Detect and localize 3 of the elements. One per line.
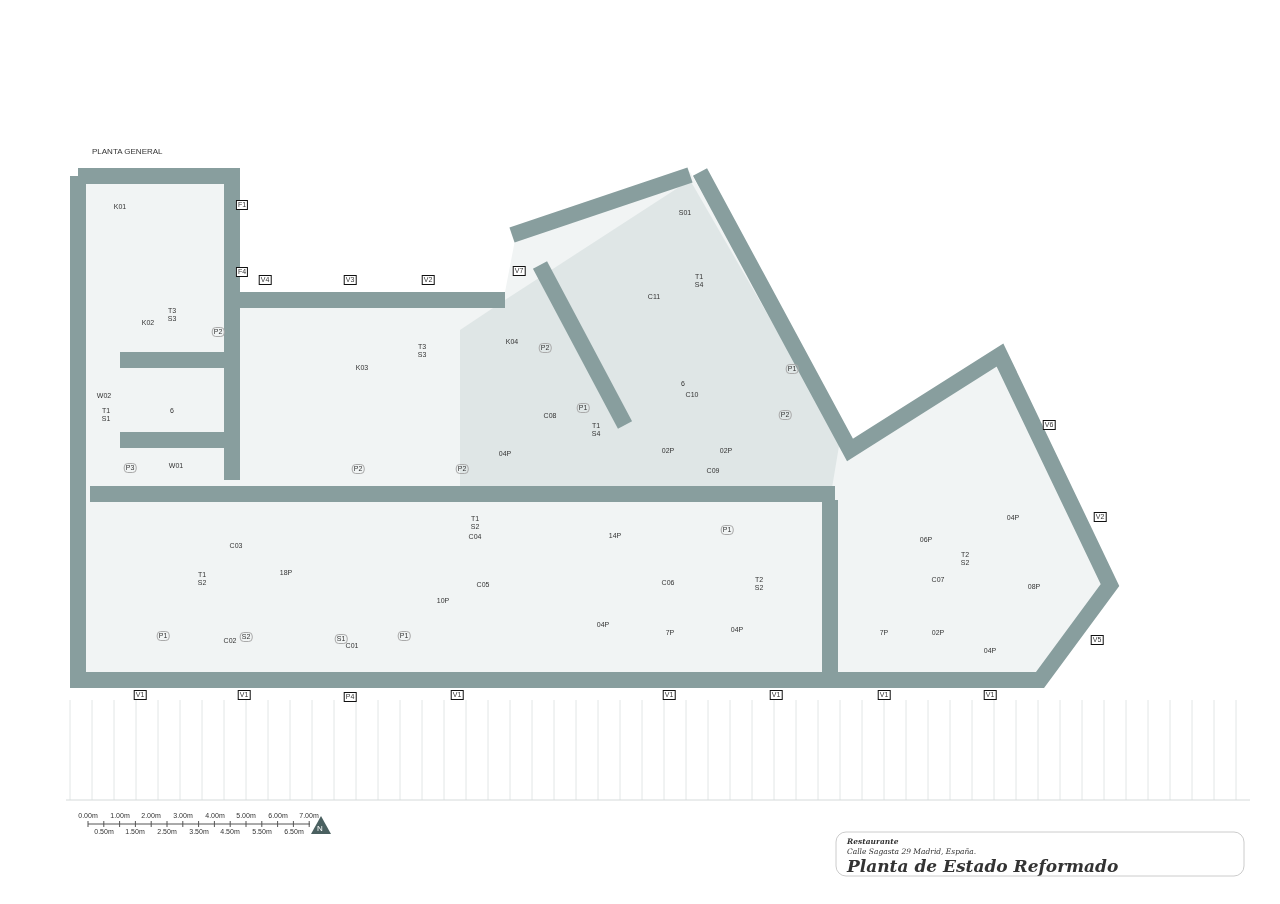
north-letter: N (317, 825, 323, 833)
plan-heading: PLANTA GENERAL (92, 148, 163, 156)
drawing-title: Planta de Estado Reformado (847, 857, 1119, 875)
